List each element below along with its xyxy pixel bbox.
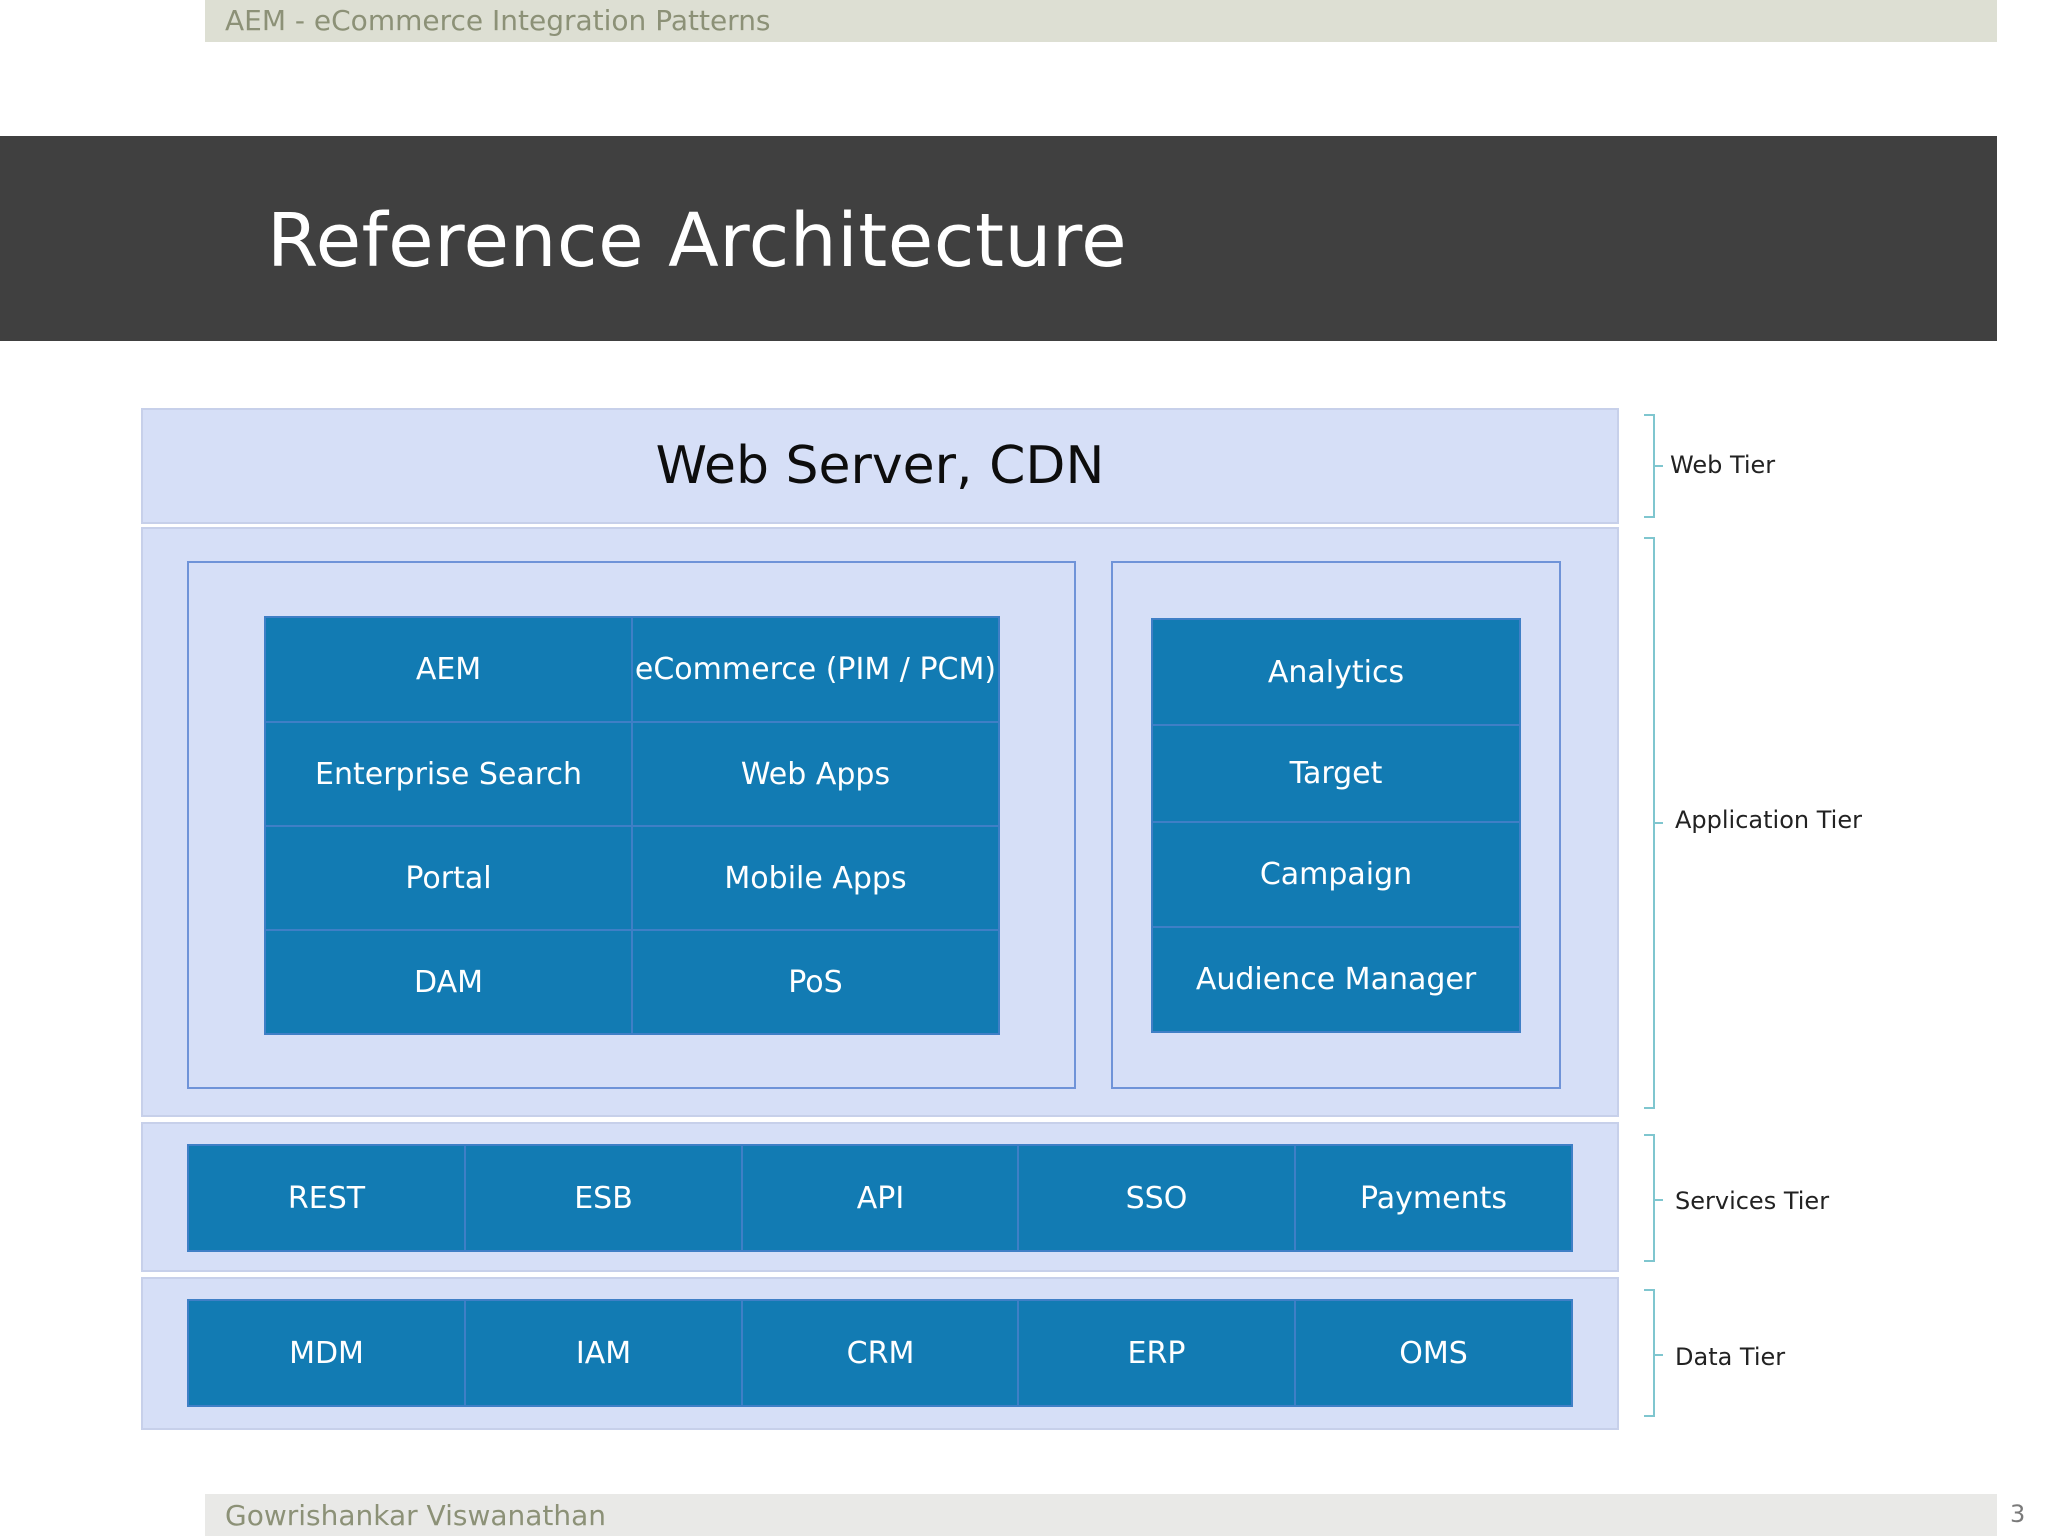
cell-iam: IAM xyxy=(464,1299,743,1407)
cell-aem: AEM xyxy=(264,616,633,723)
cell-analytics: Analytics xyxy=(1151,618,1521,726)
data-tier-brace-tick xyxy=(1655,1354,1663,1356)
cell-erp: ERP xyxy=(1017,1299,1296,1407)
cell-ecommerce: eCommerce (PIM / PCM) xyxy=(631,616,1000,723)
footer-author: Gowrishankar Viswanathan xyxy=(225,1499,607,1532)
cell-rest: REST xyxy=(187,1144,466,1252)
cell-payments: Payments xyxy=(1294,1144,1573,1252)
cell-mdm: MDM xyxy=(187,1299,466,1407)
data-tier-brace xyxy=(1644,1289,1655,1417)
cell-oms: OMS xyxy=(1294,1299,1573,1407)
web-tier-brace xyxy=(1644,414,1655,518)
footer-bar xyxy=(205,1494,1997,1536)
slide-title: Reference Architecture xyxy=(267,198,1128,284)
cell-web-apps: Web Apps xyxy=(631,721,1000,827)
page-number: 3 xyxy=(2010,1500,2026,1528)
cell-crm: CRM xyxy=(741,1299,1020,1407)
data-tier-label: Data Tier xyxy=(1675,1343,1786,1371)
services-tier-label: Services Tier xyxy=(1675,1187,1830,1215)
cell-dam: DAM xyxy=(264,929,633,1035)
cell-sso: SSO xyxy=(1017,1144,1296,1252)
title-banner xyxy=(0,136,1997,341)
header-bar xyxy=(205,0,1997,42)
application-tier-label: Application Tier xyxy=(1675,806,1862,834)
cell-esb: ESB xyxy=(464,1144,743,1252)
web-tier-brace-tick xyxy=(1655,465,1663,467)
application-tier-brace xyxy=(1644,537,1655,1109)
cell-target: Target xyxy=(1151,724,1521,823)
application-tier-brace-tick xyxy=(1655,822,1663,824)
web-tier-box: Web Server, CDN xyxy=(141,408,1619,524)
header-text: AEM - eCommerce Integration Patterns xyxy=(225,4,771,37)
cell-audience-manager: Audience Manager xyxy=(1151,926,1521,1033)
cell-campaign: Campaign xyxy=(1151,821,1521,928)
cell-api: API xyxy=(741,1144,1020,1252)
services-tier-brace-tick xyxy=(1655,1199,1663,1201)
cell-pos: PoS xyxy=(631,929,1000,1035)
cell-mobile-apps: Mobile Apps xyxy=(631,825,1000,931)
services-tier-brace xyxy=(1644,1134,1655,1262)
web-tier-label: Web Tier xyxy=(1670,451,1776,479)
cell-enterprise-search: Enterprise Search xyxy=(264,721,633,827)
cell-portal: Portal xyxy=(264,825,633,931)
web-tier-title: Web Server, CDN xyxy=(655,436,1105,496)
